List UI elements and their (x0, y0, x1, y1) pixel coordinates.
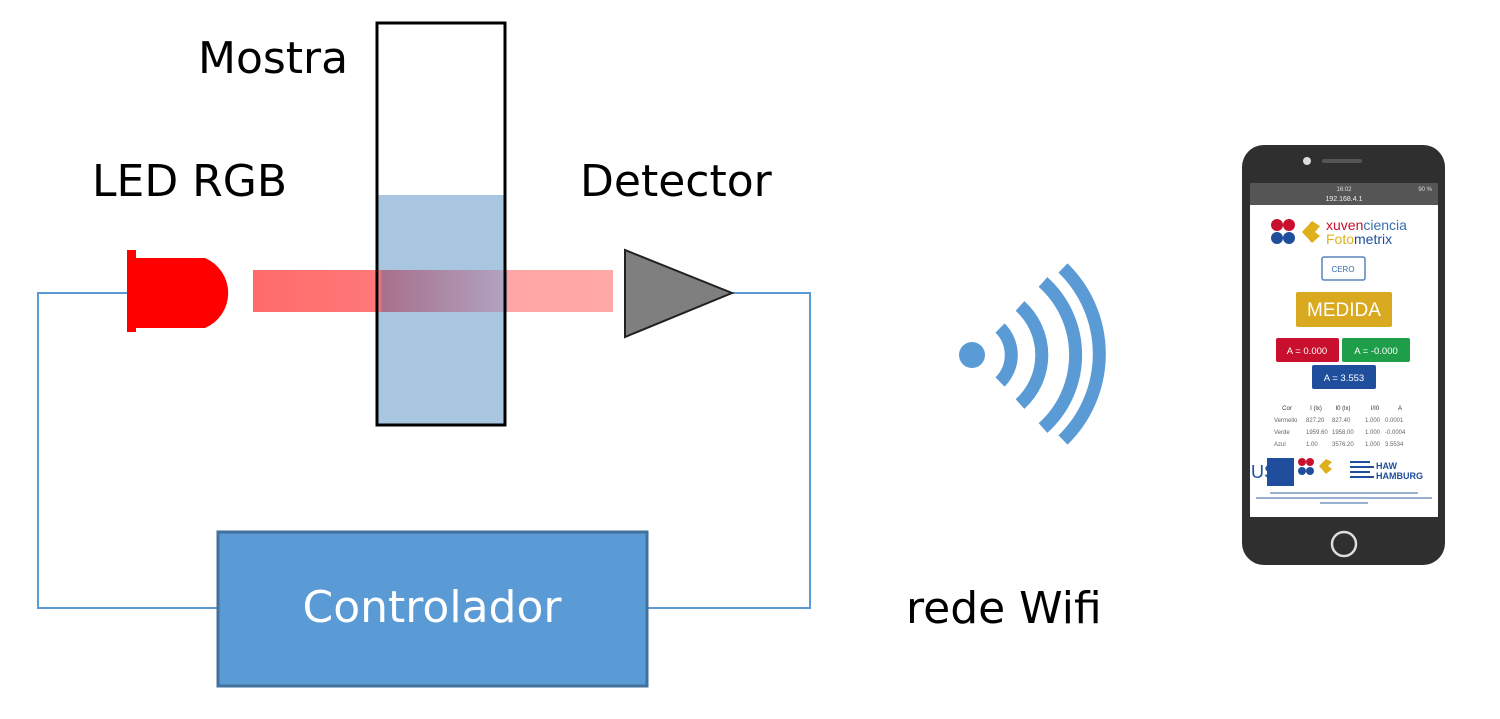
smartphone: 16:02 90 % 192.168.4.1 xuvenciencia Foto… (1242, 145, 1445, 565)
svg-text:1.000: 1.000 (1365, 442, 1381, 448)
result-red (1276, 338, 1339, 362)
svg-text:827.40: 827.40 (1332, 418, 1351, 424)
wire-led-controller (37, 292, 218, 609)
controller-box (216, 530, 649, 688)
result-blue (1312, 365, 1376, 389)
svg-text:I (lx): I (lx) (1310, 406, 1322, 412)
status-battery: 90 % (1418, 187, 1432, 193)
wifi-label: rede Wifi (906, 583, 1102, 634)
url-bar[interactable]: 192.168.4.1 (1326, 196, 1363, 203)
sample-cuvette (375, 21, 507, 427)
detector-icon (624, 248, 735, 339)
footer-fine-print (1256, 492, 1432, 504)
svg-text:I/I0: I/I0 (1371, 406, 1380, 412)
results-table: Cor I (lx) I0 (lx) I/I0 A Vermello 827.2… (1274, 406, 1406, 448)
detector-label: Detector (580, 156, 773, 207)
svg-text:1.000: 1.000 (1365, 430, 1381, 436)
svg-text:-0.0004: -0.0004 (1385, 430, 1406, 436)
svg-text:Verde: Verde (1274, 430, 1290, 436)
svg-text:827.20: 827.20 (1306, 418, 1325, 424)
svg-text:Azul: Azul (1274, 442, 1286, 448)
wifi-icon (959, 263, 1106, 445)
result-green-value: A = -0.000 (1354, 346, 1398, 357)
light-beam (253, 270, 613, 312)
zero-button[interactable] (1321, 256, 1366, 281)
result-red-value: A = 0.000 (1287, 346, 1327, 357)
xuvenciencia-logo: xuvenciencia Fotometrix (1271, 217, 1407, 247)
usc-logo: USC (1251, 458, 1294, 486)
wire-detector-controller (647, 292, 811, 609)
svg-text:3.5534: 3.5534 (1385, 442, 1404, 448)
controller-label: Controlador (303, 582, 563, 633)
svg-text:xuvenciencia: xuvenciencia (1326, 217, 1407, 233)
status-time: 16:02 (1336, 187, 1352, 193)
svg-text:Fotometrix: Fotometrix (1326, 231, 1392, 247)
measure-button[interactable] (1296, 292, 1392, 327)
svg-text:1958.00: 1958.00 (1332, 430, 1354, 436)
result-green (1342, 338, 1410, 362)
result-blue-value: A = 3.553 (1324, 373, 1364, 384)
led-label: LED RGB (92, 156, 287, 207)
svg-text:1.000: 1.000 (1365, 418, 1381, 424)
svg-text:HAMBURG: HAMBURG (1376, 471, 1423, 481)
svg-text:I0 (lx): I0 (lx) (1336, 406, 1351, 412)
svg-text:Cor: Cor (1282, 406, 1292, 412)
sample-label: Mostra (198, 33, 348, 84)
svg-text:1959.60: 1959.60 (1306, 430, 1328, 436)
camera-icon (1303, 157, 1311, 165)
haw-hamburg-logo: HAW HAMBURG (1350, 461, 1423, 481)
zero-button-label: CERO (1331, 265, 1354, 274)
svg-text:0.0001: 0.0001 (1385, 418, 1404, 424)
measure-button-label: MEDIDA (1307, 300, 1381, 321)
home-button[interactable] (1330, 530, 1358, 558)
svg-text:HAW: HAW (1376, 461, 1398, 471)
led-icon (127, 250, 229, 332)
svg-text:3576.20: 3576.20 (1332, 442, 1354, 448)
svg-text:USC: USC (1251, 462, 1289, 482)
svg-text:A: A (1398, 406, 1402, 412)
svg-text:1.00: 1.00 (1306, 442, 1318, 448)
svg-text:Vermello: Vermello (1274, 418, 1298, 424)
xuvenciencia-small-logo (1298, 458, 1332, 475)
